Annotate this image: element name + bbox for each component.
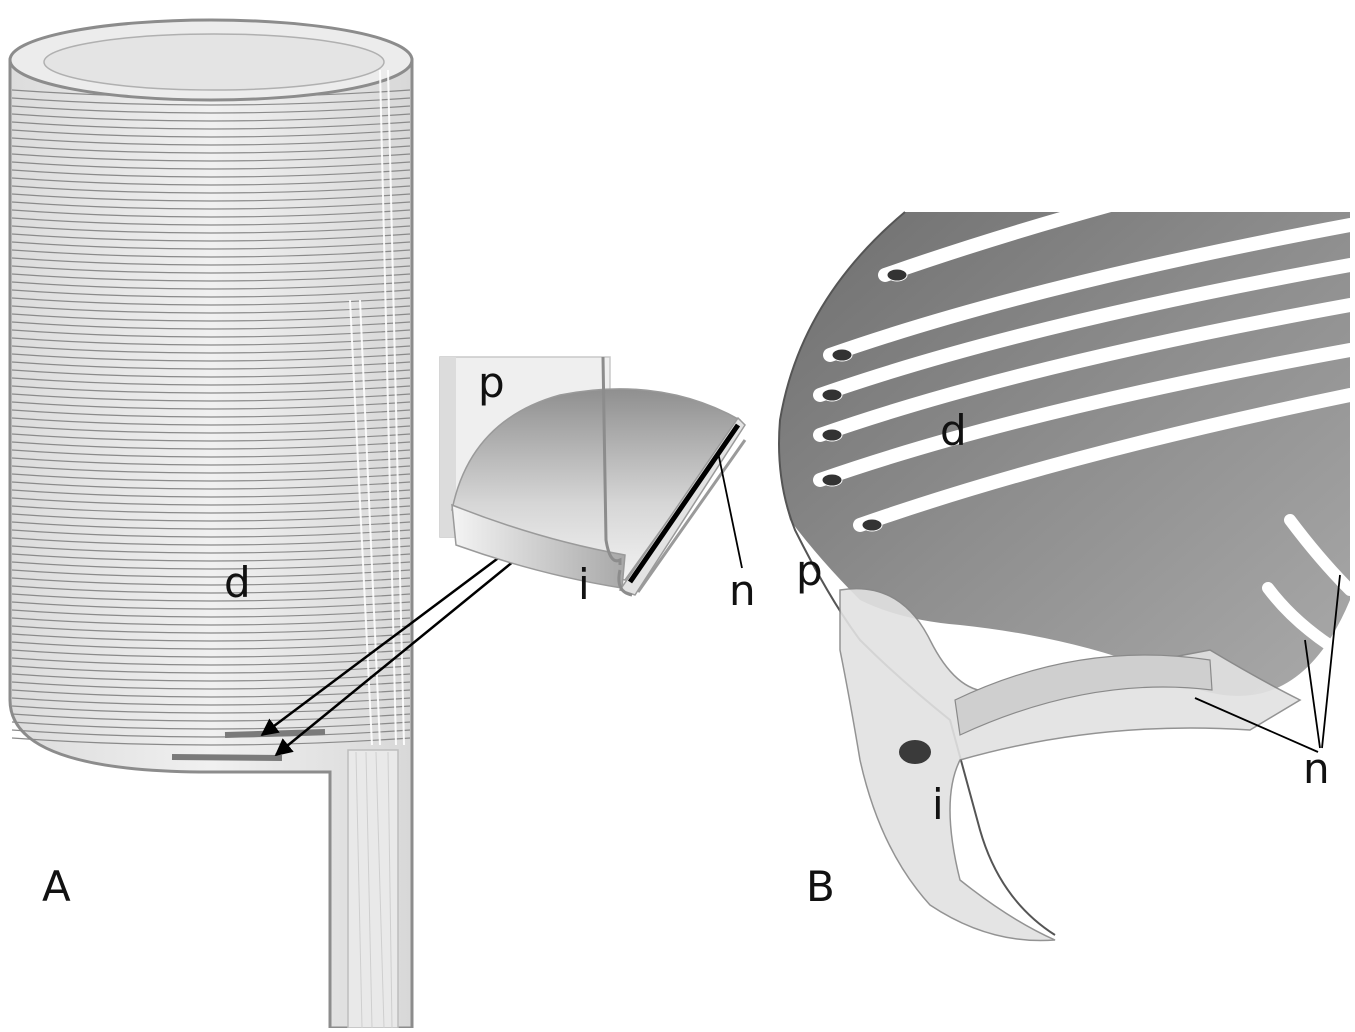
highlighted-disc-1 xyxy=(225,732,325,735)
b-disc-label: d xyxy=(940,410,967,452)
panel-b-label: B xyxy=(806,866,835,908)
panel-a-label: A xyxy=(42,866,71,908)
lamella-tip xyxy=(822,429,842,441)
a-disc-label: d xyxy=(224,562,251,604)
lamella-tip xyxy=(832,349,852,361)
b-n-label: n xyxy=(1303,748,1330,790)
retina-sketch xyxy=(760,145,1350,950)
lamella-tip xyxy=(862,519,882,531)
lamella-tip xyxy=(887,269,907,281)
lamella-tip xyxy=(822,389,842,401)
b-i-label: i xyxy=(932,784,944,826)
inset-i-label: i xyxy=(578,564,590,606)
b-p-label: p xyxy=(796,550,823,592)
inset-n-pointer xyxy=(718,452,742,568)
inset-n-label: n xyxy=(729,570,756,612)
lamella-tip xyxy=(822,474,842,486)
inset-p-label: p xyxy=(478,362,505,404)
highlighted-disc-2 xyxy=(172,757,282,758)
